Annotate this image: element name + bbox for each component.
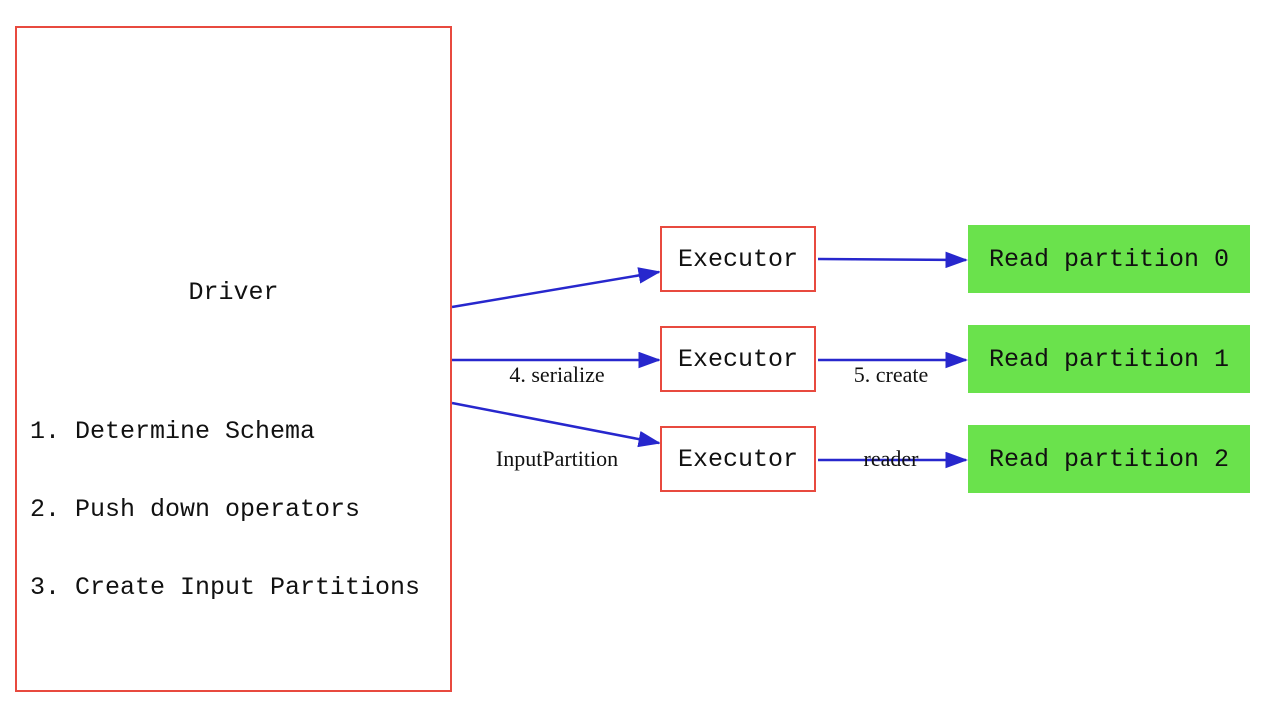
serialize-label-line1: 4. serialize xyxy=(509,362,605,387)
driver-step-2: 2. Push down operators xyxy=(30,495,361,524)
executor-box-1: Executor xyxy=(660,226,816,292)
read-partition-0-label: Read partition 0 xyxy=(988,244,1230,274)
create-reader-label: 5. create reader xyxy=(806,305,976,529)
read-partition-0-box: Read partition 0 xyxy=(968,225,1250,293)
executor-1-label: Executor xyxy=(677,244,799,274)
arrow-driver-to-executor-1 xyxy=(451,267,661,309)
executor-box-2: Executor xyxy=(660,326,816,392)
arrow-executor-1-to-partition-0 xyxy=(817,251,968,269)
create-reader-label-line1: 5. create xyxy=(853,362,929,387)
executor-box-3: Executor xyxy=(660,426,816,492)
driver-title: Driver xyxy=(188,278,279,307)
read-partition-1-label: Read partition 1 xyxy=(988,344,1230,374)
read-partition-2-label: Read partition 2 xyxy=(988,444,1230,474)
driver-box: Driver 1. Determine Schema 2. Push down … xyxy=(15,26,452,692)
serialize-inputpartition-label: 4. serialize InputPartition xyxy=(457,305,657,529)
executor-2-label: Executor xyxy=(677,344,799,374)
executor-3-label: Executor xyxy=(677,444,799,474)
create-reader-label-line2: reader xyxy=(863,446,919,471)
driver-step-list: 1. Determine Schema 2. Push down operato… xyxy=(30,367,420,653)
read-partition-2-box: Read partition 2 xyxy=(968,425,1250,493)
serialize-label-line2: InputPartition xyxy=(495,446,619,471)
driver-step-1: 1. Determine Schema xyxy=(30,417,316,446)
driver-step-3: 3. Create Input Partitions xyxy=(30,573,421,602)
read-partition-1-box: Read partition 1 xyxy=(968,325,1250,393)
